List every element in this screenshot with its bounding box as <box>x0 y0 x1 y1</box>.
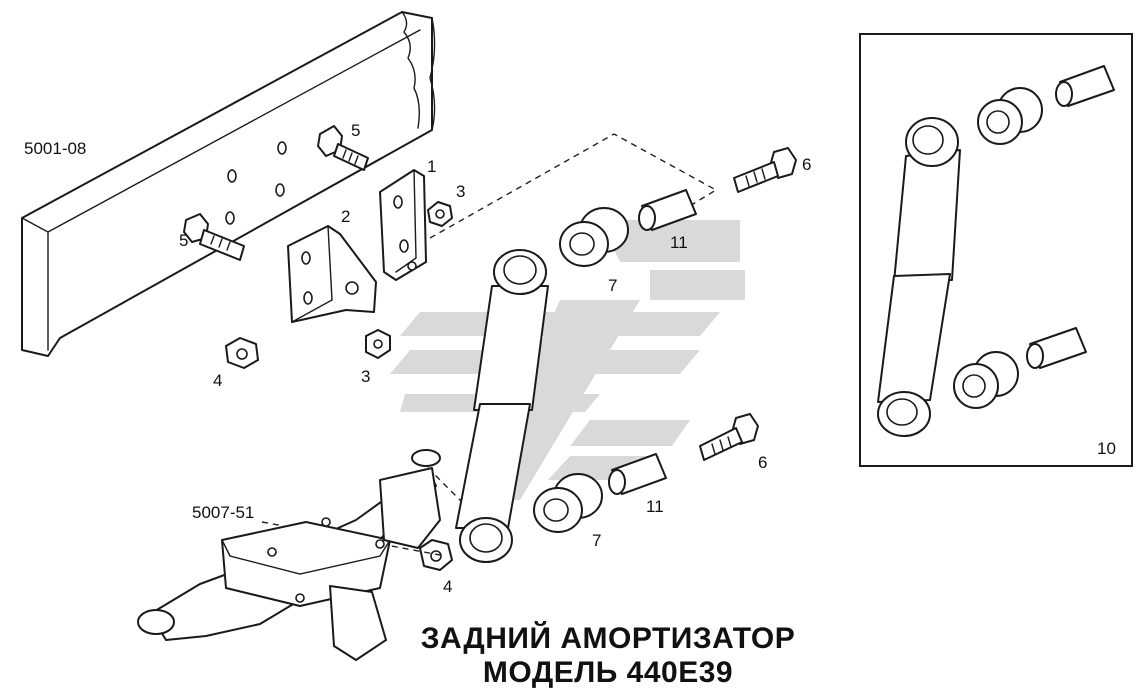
bracket-1 <box>379 169 427 281</box>
callout-11-lower: 11 <box>646 497 664 516</box>
inset-sleeve-lower <box>1026 327 1087 369</box>
bolt-lower <box>183 213 245 261</box>
nut-4-upper <box>225 337 259 369</box>
nut-4-lower <box>419 539 453 571</box>
diagram-title-line1: ЗАДНИЙ АМОРТИЗАТОР <box>420 622 796 655</box>
sleeve-11-lower <box>608 453 667 495</box>
inset-sleeve-upper <box>1055 65 1115 107</box>
inset-bushing-upper <box>977 87 1043 145</box>
nut-3-upper <box>427 201 453 227</box>
shock-absorber-variant <box>877 117 961 437</box>
sleeve-11-upper <box>638 189 697 231</box>
callout-3-upper: 3 <box>456 182 466 201</box>
bushing-7-lower <box>533 473 603 533</box>
callout-4-lower: 4 <box>443 577 453 596</box>
frame-code-label: 5001-08 <box>24 139 87 158</box>
callout-1: 1 <box>427 157 437 176</box>
nut-3-lower <box>365 329 391 359</box>
bolt-upper <box>317 125 369 171</box>
callout-10: 10 <box>1097 439 1116 458</box>
callout-4-upper: 4 <box>213 371 223 390</box>
bushing-7-upper <box>559 207 629 267</box>
axle-assembly <box>137 449 441 661</box>
inset-frame <box>859 33 1133 467</box>
frame-rail <box>21 11 436 357</box>
callout-6-upper: 6 <box>802 155 812 174</box>
diagram-title-line2: МОДЕЛЬ 440E39 <box>482 656 734 689</box>
bolt-6-upper <box>733 147 797 193</box>
callout-6-lower: 6 <box>758 453 768 472</box>
bracket-2 <box>287 225 377 323</box>
watermark-logo <box>390 220 745 500</box>
callout-7-upper: 7 <box>608 276 618 295</box>
callout-5-lower: 5 <box>179 231 189 250</box>
shock-absorber-main <box>455 249 549 563</box>
callout-7-lower: 7 <box>592 531 602 550</box>
axle-code-label: 5007-51 <box>192 503 255 522</box>
inset-bushing-lower <box>953 351 1019 409</box>
callout-3-lower: 3 <box>361 367 371 386</box>
bolt-6-lower <box>699 413 759 461</box>
callout-2: 2 <box>341 207 351 226</box>
callout-11-upper: 11 <box>670 233 688 252</box>
callout-5-upper: 5 <box>351 121 361 140</box>
